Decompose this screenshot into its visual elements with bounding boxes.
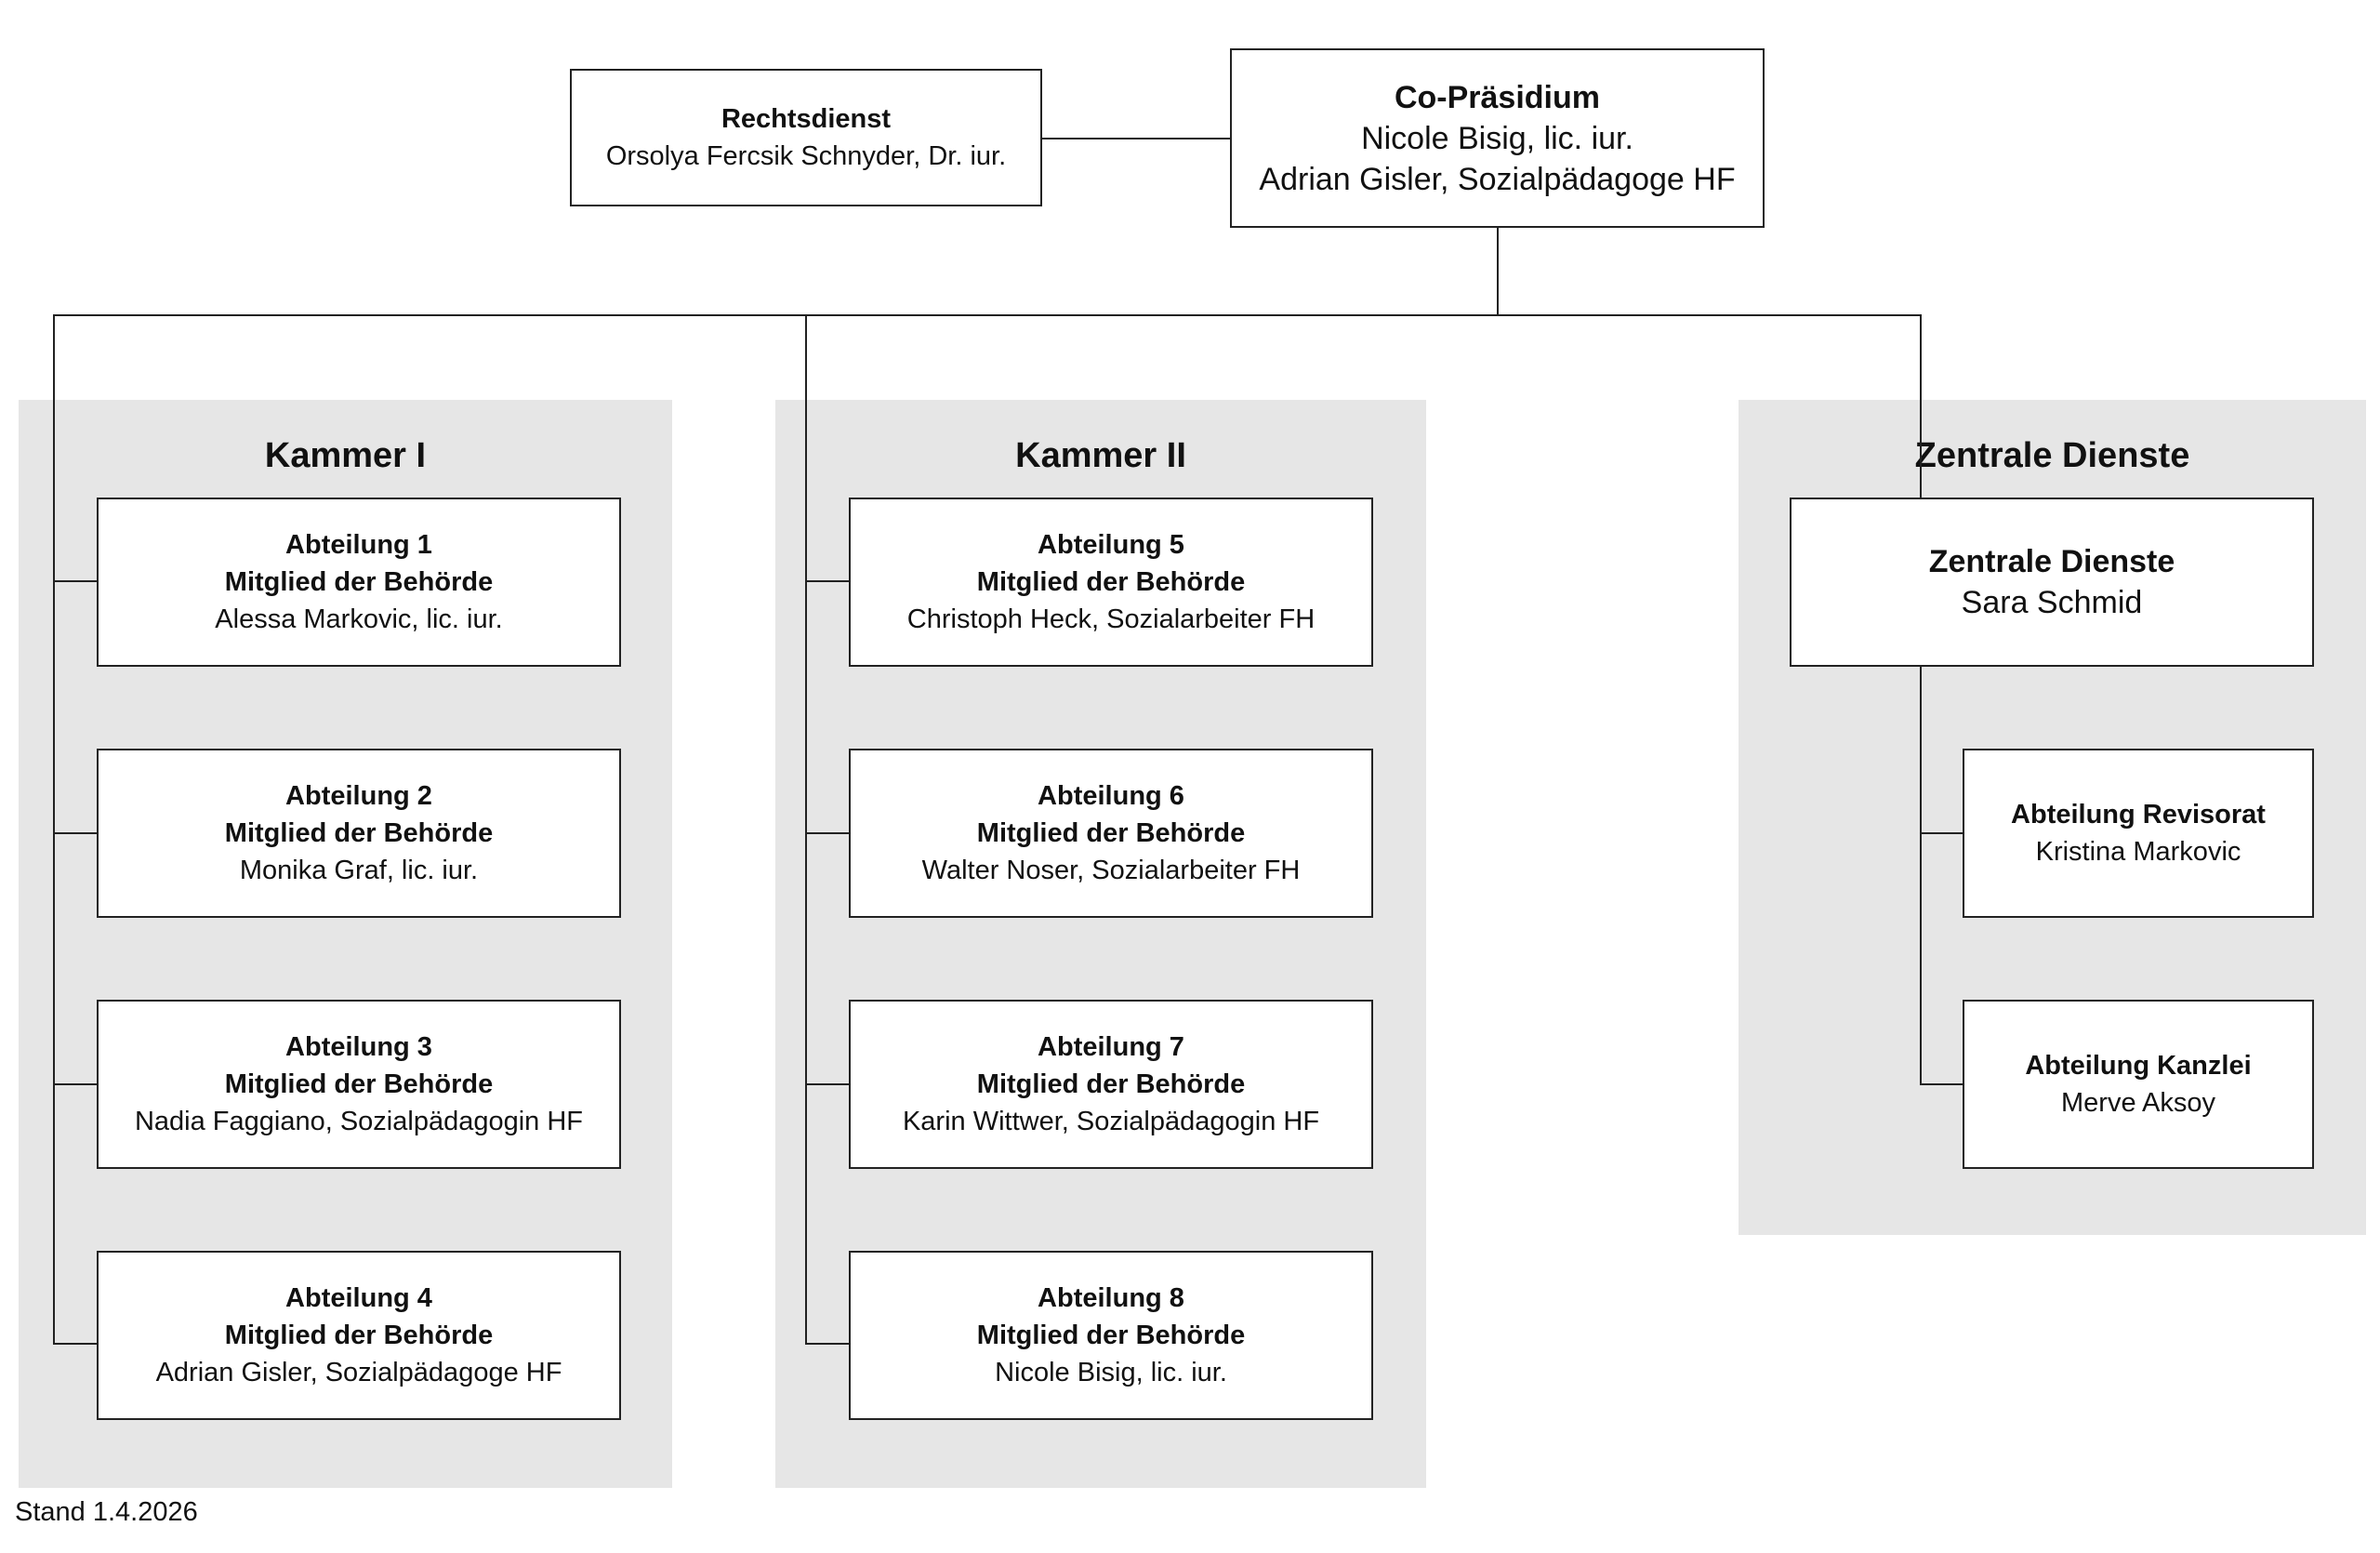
- connector-abteilung-1: [53, 580, 98, 582]
- abteilung-revisorat-name: Kristina Markovic: [2035, 837, 2241, 867]
- abteilung-role: Mitglied der Behörde: [224, 1069, 494, 1099]
- abteilung-title: Abteilung 8: [1038, 1283, 1184, 1313]
- abteilung-title: Abteilung 2: [285, 781, 432, 811]
- connector-abteilung-2: [53, 832, 98, 834]
- co-praesidium-name-2: Adrian Gisler, Sozialpädagoge HF: [1259, 161, 1736, 197]
- zentrale-dienste-head-title: Zentrale Dienste: [1928, 544, 2175, 579]
- connector-main-horizontal: [53, 314, 1922, 316]
- rechtsdienst-box: Rechtsdienst Orsolya Fercsik Schnyder, D…: [570, 69, 1042, 206]
- connector-abteilung-4: [53, 1343, 98, 1345]
- abteilung-kanzlei-box: Abteilung Kanzlei Merve Aksoy: [1963, 1000, 2314, 1169]
- abteilung-member-name: Christoph Heck, Sozialarbeiter FH: [906, 604, 1316, 634]
- abteilung-3-box: Abteilung 3 Mitglied der Behörde Nadia F…: [97, 1000, 621, 1169]
- co-praesidium-name-1: Nicole Bisig, lic. iur.: [1361, 120, 1633, 156]
- abteilung-5-box: Abteilung 5 Mitglied der Behörde Christo…: [849, 498, 1373, 667]
- connector-abteilung-6: [805, 832, 850, 834]
- connector-kammer-1-spine: [53, 314, 55, 1345]
- abteilung-1-box: Abteilung 1 Mitglied der Behörde Alessa …: [97, 498, 621, 667]
- co-praesidium-box: Co-Präsidium Nicole Bisig, lic. iur. Adr…: [1230, 48, 1765, 228]
- abteilung-member-name: Adrian Gisler, Sozialpädagoge HF: [155, 1358, 562, 1387]
- abteilung-kanzlei-title: Abteilung Kanzlei: [2025, 1051, 2252, 1081]
- abteilung-title: Abteilung 5: [1038, 530, 1184, 560]
- abteilung-title: Abteilung 4: [285, 1283, 432, 1313]
- zentrale-dienste-title: Zentrale Dienste: [1914, 436, 2190, 475]
- abteilung-member-name: Nadia Faggiano, Sozialpädagogin HF: [134, 1107, 584, 1136]
- abteilung-role: Mitglied der Behörde: [976, 567, 1246, 597]
- abteilung-7-box: Abteilung 7 Mitglied der Behörde Karin W…: [849, 1000, 1373, 1169]
- connector-zentrale-spine: [1920, 664, 1922, 1085]
- connector-abteilung-3: [53, 1083, 98, 1085]
- abteilung-revisorat-title: Abteilung Revisorat: [2011, 800, 2266, 830]
- abteilung-4-box: Abteilung 4 Mitglied der Behörde Adrian …: [97, 1251, 621, 1420]
- rechtsdienst-name: Orsolya Fercsik Schnyder, Dr. iur.: [605, 141, 1007, 171]
- connector-abteilung-5: [805, 580, 850, 582]
- abteilung-role: Mitglied der Behörde: [224, 1321, 494, 1350]
- kammer-1-title: Kammer I: [264, 436, 427, 475]
- abteilung-member-name: Walter Noser, Sozialarbeiter FH: [921, 856, 1301, 885]
- connector-presidium-down: [1497, 227, 1499, 316]
- abteilung-member-name: Alessa Markovic, lic. iur.: [215, 604, 503, 634]
- zentrale-dienste-head-box: Zentrale Dienste Sara Schmid: [1790, 498, 2314, 667]
- co-praesidium-title: Co-Präsidium: [1394, 79, 1601, 115]
- footer-stand-date: Stand 1.4.2026: [15, 1497, 198, 1527]
- connector-abteilung-8: [805, 1343, 850, 1345]
- rechtsdienst-title: Rechtsdienst: [721, 104, 892, 134]
- connector-zentrale-down: [1920, 314, 1922, 498]
- abteilung-6-box: Abteilung 6 Mitglied der Behörde Walter …: [849, 749, 1373, 918]
- abteilung-role: Mitglied der Behörde: [976, 818, 1246, 848]
- abteilung-title: Abteilung 3: [285, 1032, 432, 1062]
- abteilung-title: Abteilung 1: [285, 530, 432, 560]
- connector-legal-presidium: [1041, 138, 1231, 139]
- abteilung-role: Mitglied der Behörde: [976, 1069, 1246, 1099]
- abteilung-member-name: Nicole Bisig, lic. iur.: [995, 1358, 1227, 1387]
- abteilung-member-name: Karin Wittwer, Sozialpädagogin HF: [902, 1107, 1320, 1136]
- connector-kanzlei: [1920, 1083, 1963, 1085]
- abteilung-title: Abteilung 7: [1038, 1032, 1184, 1062]
- abteilung-kanzlei-name: Merve Aksoy: [2061, 1088, 2215, 1118]
- abteilung-title: Abteilung 6: [1038, 781, 1184, 811]
- abteilung-revisorat-box: Abteilung Revisorat Kristina Markovic: [1963, 749, 2314, 918]
- abteilung-role: Mitglied der Behörde: [224, 567, 494, 597]
- connector-abteilung-7: [805, 1083, 850, 1085]
- abteilung-role: Mitglied der Behörde: [224, 818, 494, 848]
- abteilung-member-name: Monika Graf, lic. iur.: [239, 856, 479, 885]
- abteilung-2-box: Abteilung 2 Mitglied der Behörde Monika …: [97, 749, 621, 918]
- abteilung-role: Mitglied der Behörde: [976, 1321, 1246, 1350]
- connector-revisorat: [1920, 832, 1963, 834]
- connector-kammer-2-spine: [805, 314, 807, 1345]
- kammer-2-title: Kammer II: [1015, 436, 1186, 475]
- zentrale-dienste-head-name: Sara Schmid: [1961, 585, 2143, 620]
- abteilung-8-box: Abteilung 8 Mitglied der Behörde Nicole …: [849, 1251, 1373, 1420]
